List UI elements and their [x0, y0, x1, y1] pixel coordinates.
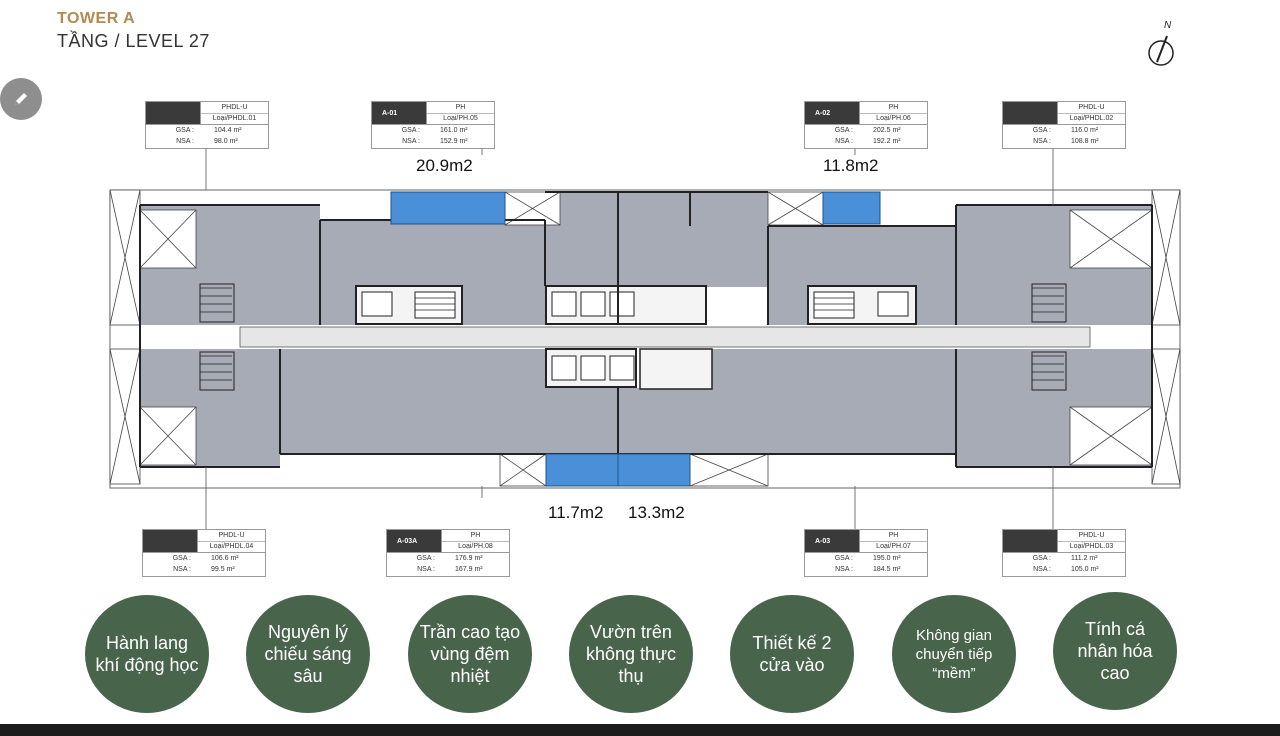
- pencil-icon: [15, 93, 27, 105]
- feature-circle: Không gian chuyển tiếp “mềm”: [892, 595, 1016, 713]
- nsa-label: NSA :: [173, 566, 191, 573]
- unit-code: [1003, 530, 1057, 552]
- area-label-3: 11.7m2: [548, 503, 604, 522]
- nsa-label: NSA :: [1033, 566, 1051, 573]
- gsa-value: 106.6 m²: [211, 555, 239, 562]
- gsa-label: GSA :: [175, 127, 194, 134]
- highlight-area-4: [617, 453, 691, 487]
- unit-type: PH: [442, 531, 509, 542]
- nsa-label: NSA :: [1033, 138, 1051, 145]
- unit-type: PHDL-U: [201, 103, 268, 114]
- gsa-label: GSA :: [1032, 127, 1051, 134]
- feature-circle: Hành lang khí động học: [85, 595, 209, 713]
- unit-code: A-03: [805, 530, 859, 552]
- unit-subtype: Loại/PH.07: [876, 542, 911, 550]
- gsa-label: GSA :: [834, 127, 853, 134]
- unit-subtype: Loại/PHDL.02: [1069, 114, 1114, 122]
- gsa-value: 195.0 m²: [873, 555, 901, 562]
- unit-code: [1003, 102, 1057, 124]
- unit-code: [143, 530, 197, 552]
- unit-type: PHDL-U: [198, 531, 265, 542]
- unit-code: A-01: [372, 102, 426, 124]
- unit-type: PHDL-U: [1058, 531, 1125, 542]
- north-label: N: [1164, 20, 1172, 31]
- unit-subtype: Loại/PHDL.01: [212, 114, 257, 122]
- gsa-value: 111.2 m²: [1071, 555, 1098, 562]
- north-compass-icon: N: [1146, 20, 1178, 70]
- feature-circle: Vườn trên không thực thụ: [569, 595, 693, 713]
- nsa-value: 192.2 m²: [873, 138, 901, 145]
- unit-code: [146, 102, 200, 124]
- feature-circle: Trần cao tạo vùng đệm nhiệt: [408, 595, 532, 713]
- tower-title: TOWER A: [57, 10, 136, 27]
- unit-subtype: Loại/PH.06: [876, 114, 911, 122]
- gsa-value: 176.9 m²: [455, 555, 483, 562]
- gsa-value: 116.0 m²: [1071, 127, 1099, 134]
- highlight-area-2: [822, 191, 881, 225]
- gsa-value: 161.0 m²: [440, 127, 468, 134]
- unit-subtype: Loại/PHDL.03: [1069, 542, 1114, 550]
- unit-code: A-02: [805, 102, 859, 124]
- level-title: TẦNG / LEVEL 27: [57, 31, 210, 51]
- nsa-value: 105.0 m²: [1071, 566, 1099, 573]
- service-core: [639, 348, 713, 390]
- corridor: [239, 326, 1091, 348]
- feature-circle: Thiết kế 2 cửa vào: [730, 595, 854, 713]
- unit-fill-d: [618, 192, 768, 287]
- nsa-value: 108.8 m²: [1071, 138, 1099, 145]
- gsa-value: 104.4 m²: [214, 127, 242, 134]
- nsa-label: NSA :: [835, 566, 853, 573]
- gsa-label: GSA :: [401, 127, 420, 134]
- unit-type: PHDL-U: [1058, 103, 1125, 114]
- unit-fill-j: [696, 349, 956, 454]
- gsa-value: 202.5 m²: [873, 127, 901, 134]
- bottom-strip: [0, 724, 1280, 736]
- nsa-value: 184.5 m²: [873, 566, 901, 573]
- unit-subtype: Loại/PH.05: [443, 114, 478, 122]
- nsa-value: 152.9 m²: [440, 138, 468, 145]
- unit-subtype: Loại/PHDL.04: [209, 542, 254, 550]
- unit-code: A-03A: [387, 530, 441, 552]
- highlight-area-3: [545, 453, 619, 487]
- area-label-2: 11.8m2: [823, 156, 879, 175]
- nsa-value: 99.5 m²: [211, 566, 235, 573]
- area-label-4: 13.3m2: [628, 503, 685, 522]
- unit-type: PH: [860, 531, 927, 542]
- gsa-label: GSA :: [1032, 555, 1051, 562]
- gsa-label: GSA :: [834, 555, 853, 562]
- feature-circle: Tính cá nhân hóa cao: [1053, 592, 1177, 710]
- unit-type: PH: [427, 103, 494, 114]
- nsa-label: NSA :: [402, 138, 420, 145]
- edit-button[interactable]: [0, 78, 42, 120]
- unit-subtype: Loại/PH.08: [458, 542, 493, 550]
- nsa-value: 98.0 m²: [214, 138, 238, 145]
- nsa-label: NSA :: [835, 138, 853, 145]
- gsa-label: GSA :: [416, 555, 435, 562]
- unit-type: PH: [860, 103, 927, 114]
- nsa-value: 167.9 m²: [455, 566, 483, 573]
- unit-fill-i: [546, 388, 696, 454]
- gsa-label: GSA :: [172, 555, 191, 562]
- unit-fill-h: [280, 349, 546, 454]
- area-label-1: 20.9m2: [416, 156, 473, 175]
- nsa-label: NSA :: [176, 138, 194, 145]
- highlight-area-1: [390, 191, 506, 225]
- nsa-label: NSA :: [417, 566, 435, 573]
- feature-circle: Nguyên lý chiếu sáng sâu: [246, 595, 370, 713]
